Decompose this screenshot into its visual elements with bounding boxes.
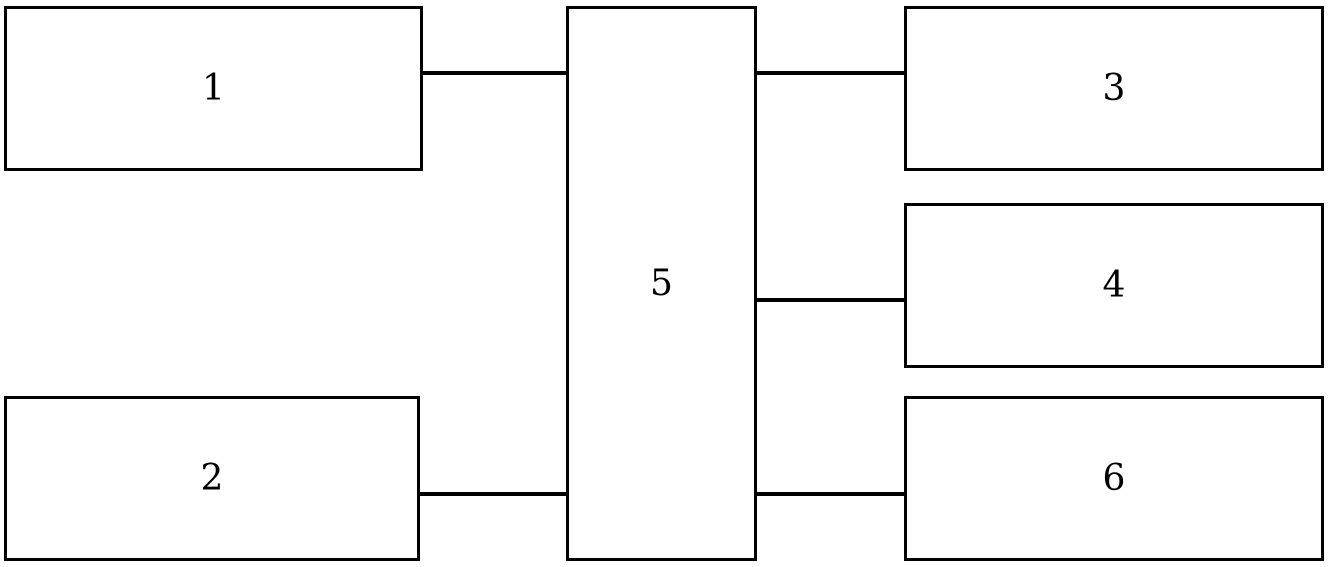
block-6: 6 — [904, 396, 1324, 561]
connector-5-to-6 — [757, 492, 904, 496]
connector-2-to-5 — [420, 492, 566, 496]
block-1: 1 — [4, 6, 423, 171]
block-3-label: 3 — [1102, 67, 1126, 109]
block-2-label: 2 — [200, 457, 224, 499]
block-4: 4 — [904, 203, 1324, 368]
block-5: 5 — [566, 6, 757, 561]
block-4-label: 4 — [1102, 264, 1126, 306]
block-5-label: 5 — [650, 262, 673, 304]
block-6-label: 6 — [1102, 457, 1126, 499]
block-2: 2 — [4, 396, 420, 561]
connector-1-to-5 — [423, 71, 566, 75]
block-3: 3 — [904, 6, 1324, 171]
connector-5-to-3 — [757, 71, 904, 75]
block-1-label: 1 — [202, 67, 225, 109]
connector-5-to-4 — [757, 298, 904, 302]
